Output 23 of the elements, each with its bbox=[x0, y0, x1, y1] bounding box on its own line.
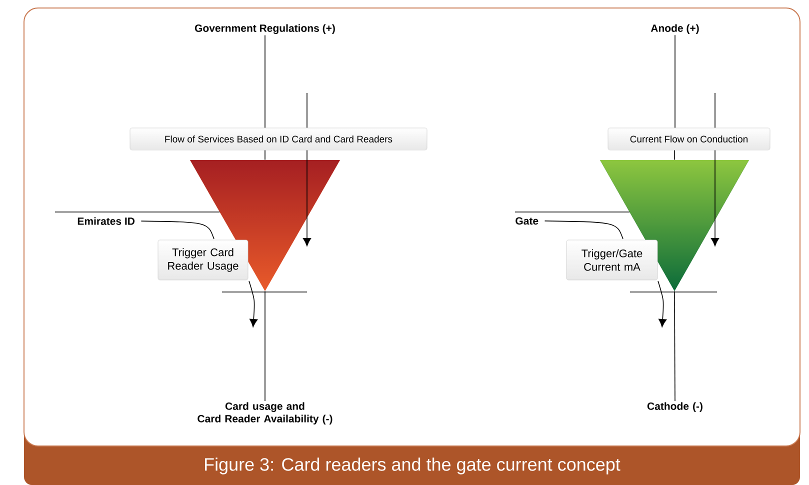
connector bbox=[710, 150, 720, 246]
callout-box: Trigger Card Reader Usage bbox=[158, 240, 248, 280]
terminal-label: Government Regulations (+) bbox=[194, 24, 335, 34]
connector bbox=[302, 150, 312, 246]
gate-label: Emirates ID bbox=[78, 217, 135, 225]
terminal-label: Anode (+) bbox=[650, 24, 699, 34]
callout-box: Trigger/Gate Current mA bbox=[566, 240, 658, 280]
connector bbox=[264, 150, 266, 160]
terminal-label: Cathode (-) bbox=[647, 402, 702, 412]
callout-box: Flow of Services Based on ID Card and Card Readers bbox=[130, 128, 428, 150]
callout-box: Current Flow on Conduction bbox=[608, 128, 770, 150]
connector bbox=[140, 220, 258, 328]
caption: Figure 3: Card readers and the gate current concept bbox=[205, 458, 620, 474]
connector bbox=[264, 34, 266, 128]
gate-label: Gate bbox=[516, 217, 538, 225]
terminal-label: Card usage and Card Reader Availability (-) bbox=[198, 402, 332, 424]
connector bbox=[674, 290, 676, 402]
connector bbox=[674, 150, 675, 160]
connector bbox=[674, 34, 676, 128]
connector bbox=[544, 220, 667, 328]
connector bbox=[714, 92, 716, 128]
connector bbox=[306, 92, 308, 128]
connector bbox=[264, 290, 266, 402]
